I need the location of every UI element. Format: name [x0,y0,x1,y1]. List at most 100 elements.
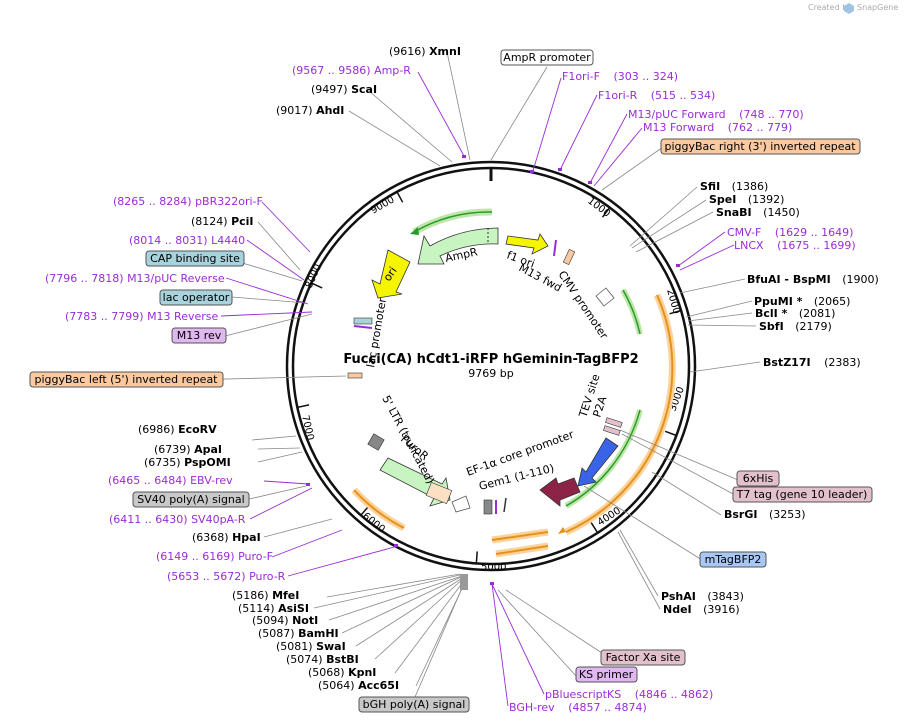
ltr-box [367,433,385,451]
enzyme-label: (9616) XmnI [389,45,461,58]
primer-label: M13 Forward (762 .. 779) [643,121,792,134]
primer-label: F1ori-R (515 .. 534) [598,89,715,102]
box-mtagbfp2 [699,551,767,568]
enzyme-label: NdeI (3916) [663,603,740,616]
box-6xhis [736,470,780,487]
boxed-labels: AmpR promoter piggyBac right (3') invert… [29,49,873,713]
box-text: M13 rev [177,329,222,342]
enzyme-label: BfuAI - BspMI (1900) [747,273,879,286]
box-lac-operator [159,289,233,306]
cmv-promoter-arrow [595,287,615,307]
piggybac-right-box [562,248,576,266]
primer-label: (7783 .. 7799) M13 Reverse [65,310,218,323]
puror-tag-box [425,481,453,505]
feature-label-p2a: P2A [590,394,609,419]
snapgene-branding: Created by SnapGene [808,3,898,14]
primer-label: (6465 .. 6484) EBV-rev [108,474,233,487]
tick-label-9000: 9000 [369,194,397,216]
primer-label: BGH-rev (4857 .. 4874) [509,701,647,714]
enzyme-label: SpeI (1392) [709,193,784,206]
ef1a-promoter-arrow [451,495,471,513]
box-cap-binding-site [145,250,245,267]
primer-label: M13/pUC Forward (748 .. 770) [628,108,804,121]
p2a-box [603,425,621,436]
tev-site-box [605,417,623,428]
enzyme-label: (6739) ApaI [154,443,222,456]
box-t7-tag [732,486,873,503]
box-text: CAP binding site [150,252,240,265]
enzyme-label: (5186) MfeI [232,589,299,602]
ampr-promoter-arrowhead [410,227,419,235]
tick-marks [297,191,682,564]
box-ks-primer [575,666,638,683]
primer-label: (5653 .. 5672) Puro-R [167,570,286,583]
primer-label: F1ori-F (303 .. 324) [562,70,678,83]
cds-green-arc [565,409,641,507]
primer-label: CMV-F (1629 .. 1649) [727,226,853,239]
enzyme-label: (6986) EcoRV [138,423,217,436]
enzyme-label: BstZ17I (2383) [763,356,861,369]
piggybac-left-box [347,372,363,379]
lac-operator-box [353,317,373,325]
primer-label: (8014 .. 8031) L4440 [129,234,245,247]
leader-lines [186,51,761,705]
enzyme-label: SfiI (1386) [700,180,768,193]
enzyme-label: SnaBI (1450) [716,206,800,219]
enzyme-label: SbfI (2179) [759,320,832,333]
primer-label: (7796 .. 7818) M13/pUC Reverse [45,272,225,285]
primer-label: pBluescriptKS (4846 .. 4862) [545,688,713,701]
enzyme-label: (5081) SwaI [276,640,346,653]
box-ampr-promoter [500,49,594,66]
mcs-cluster-mark [460,574,468,590]
enzyme-labels: (9616) XmnI (9497) ScaI (9017) AhdI (812… [138,45,879,692]
primer-leader-lines [220,71,735,707]
orange-arc-1 [491,531,549,541]
box-piggybac-right [660,138,861,155]
primer-labels: (9567 .. 9586) Amp-R (8265 .. 8284) pBR3… [45,64,856,714]
box-sv40-polya [132,491,250,508]
piggybac-right-arc [565,294,674,533]
plasmid-length: 9769 bp [468,367,513,380]
enzyme-label: (9017) AhdI [276,104,344,117]
ampr-promoter-arc [413,211,493,233]
primer-ring-marks [306,155,680,585]
box-text: SV40 poly(A) signal [137,493,244,506]
box-bgh-polya [358,696,470,713]
f1-ori-arrow [505,233,549,255]
mtagbfp2-arrow [577,437,619,487]
box-text: T7 tag (gene 10 leader) [736,488,868,501]
enzyme-label: (5114) AsiSI [238,602,309,615]
enzyme-label: (5074) BstBI [286,653,359,666]
ori-arrow [371,249,411,299]
primer-label: (6149 .. 6169) Puro-F [156,550,273,563]
box-text: bGH poly(A) signal [363,698,466,711]
enzyme-label: (5087) BamHI [258,627,339,640]
enzyme-label: (5068) KpnI [308,666,376,679]
plasmid-title: Fucci(CA) hCdt1-iRFP hGeminin-TagBFP2 [343,352,638,367]
feature-label-m13-fwd: M13 fwd [517,261,564,294]
snapgene-brand-text: SnapGene [857,3,898,12]
enzyme-label: PshAI (3843) [661,590,744,603]
primer-label: (8265 .. 8284) pBR322ori-F [113,195,263,208]
tick-label-5000: 5000 [481,562,506,573]
orange-arc-left [353,489,405,529]
feature-label-cmv-promoter: CMV promoter [556,268,611,341]
box-text: AmpR promoter [503,51,591,64]
enzyme-label: BsrGI (3253) [724,508,806,521]
enzyme-label: PpuMI * (2065) [754,295,850,308]
primer-label: LNCX (1675 .. 1699) [734,239,856,252]
m13-fwd-mark [553,239,557,257]
enzyme-label: BclI * (2081) [755,307,835,320]
m13-rev-mark [353,325,373,329]
snapgene-logo-icon [844,3,854,14]
cmv-enhancer-line [622,289,641,335]
orange-arc-2 [495,545,549,555]
enzyme-label: (5064) Acc65I [318,679,399,692]
backbone-outer-ring [285,160,697,572]
cmv-enhancer-arc [620,288,643,335]
box-text: mTagBFP2 [705,553,762,566]
box-text: Factor Xa site [606,651,681,664]
enzyme-label: (6735) PspOMI [144,456,231,469]
box-m13-rev [171,327,227,344]
